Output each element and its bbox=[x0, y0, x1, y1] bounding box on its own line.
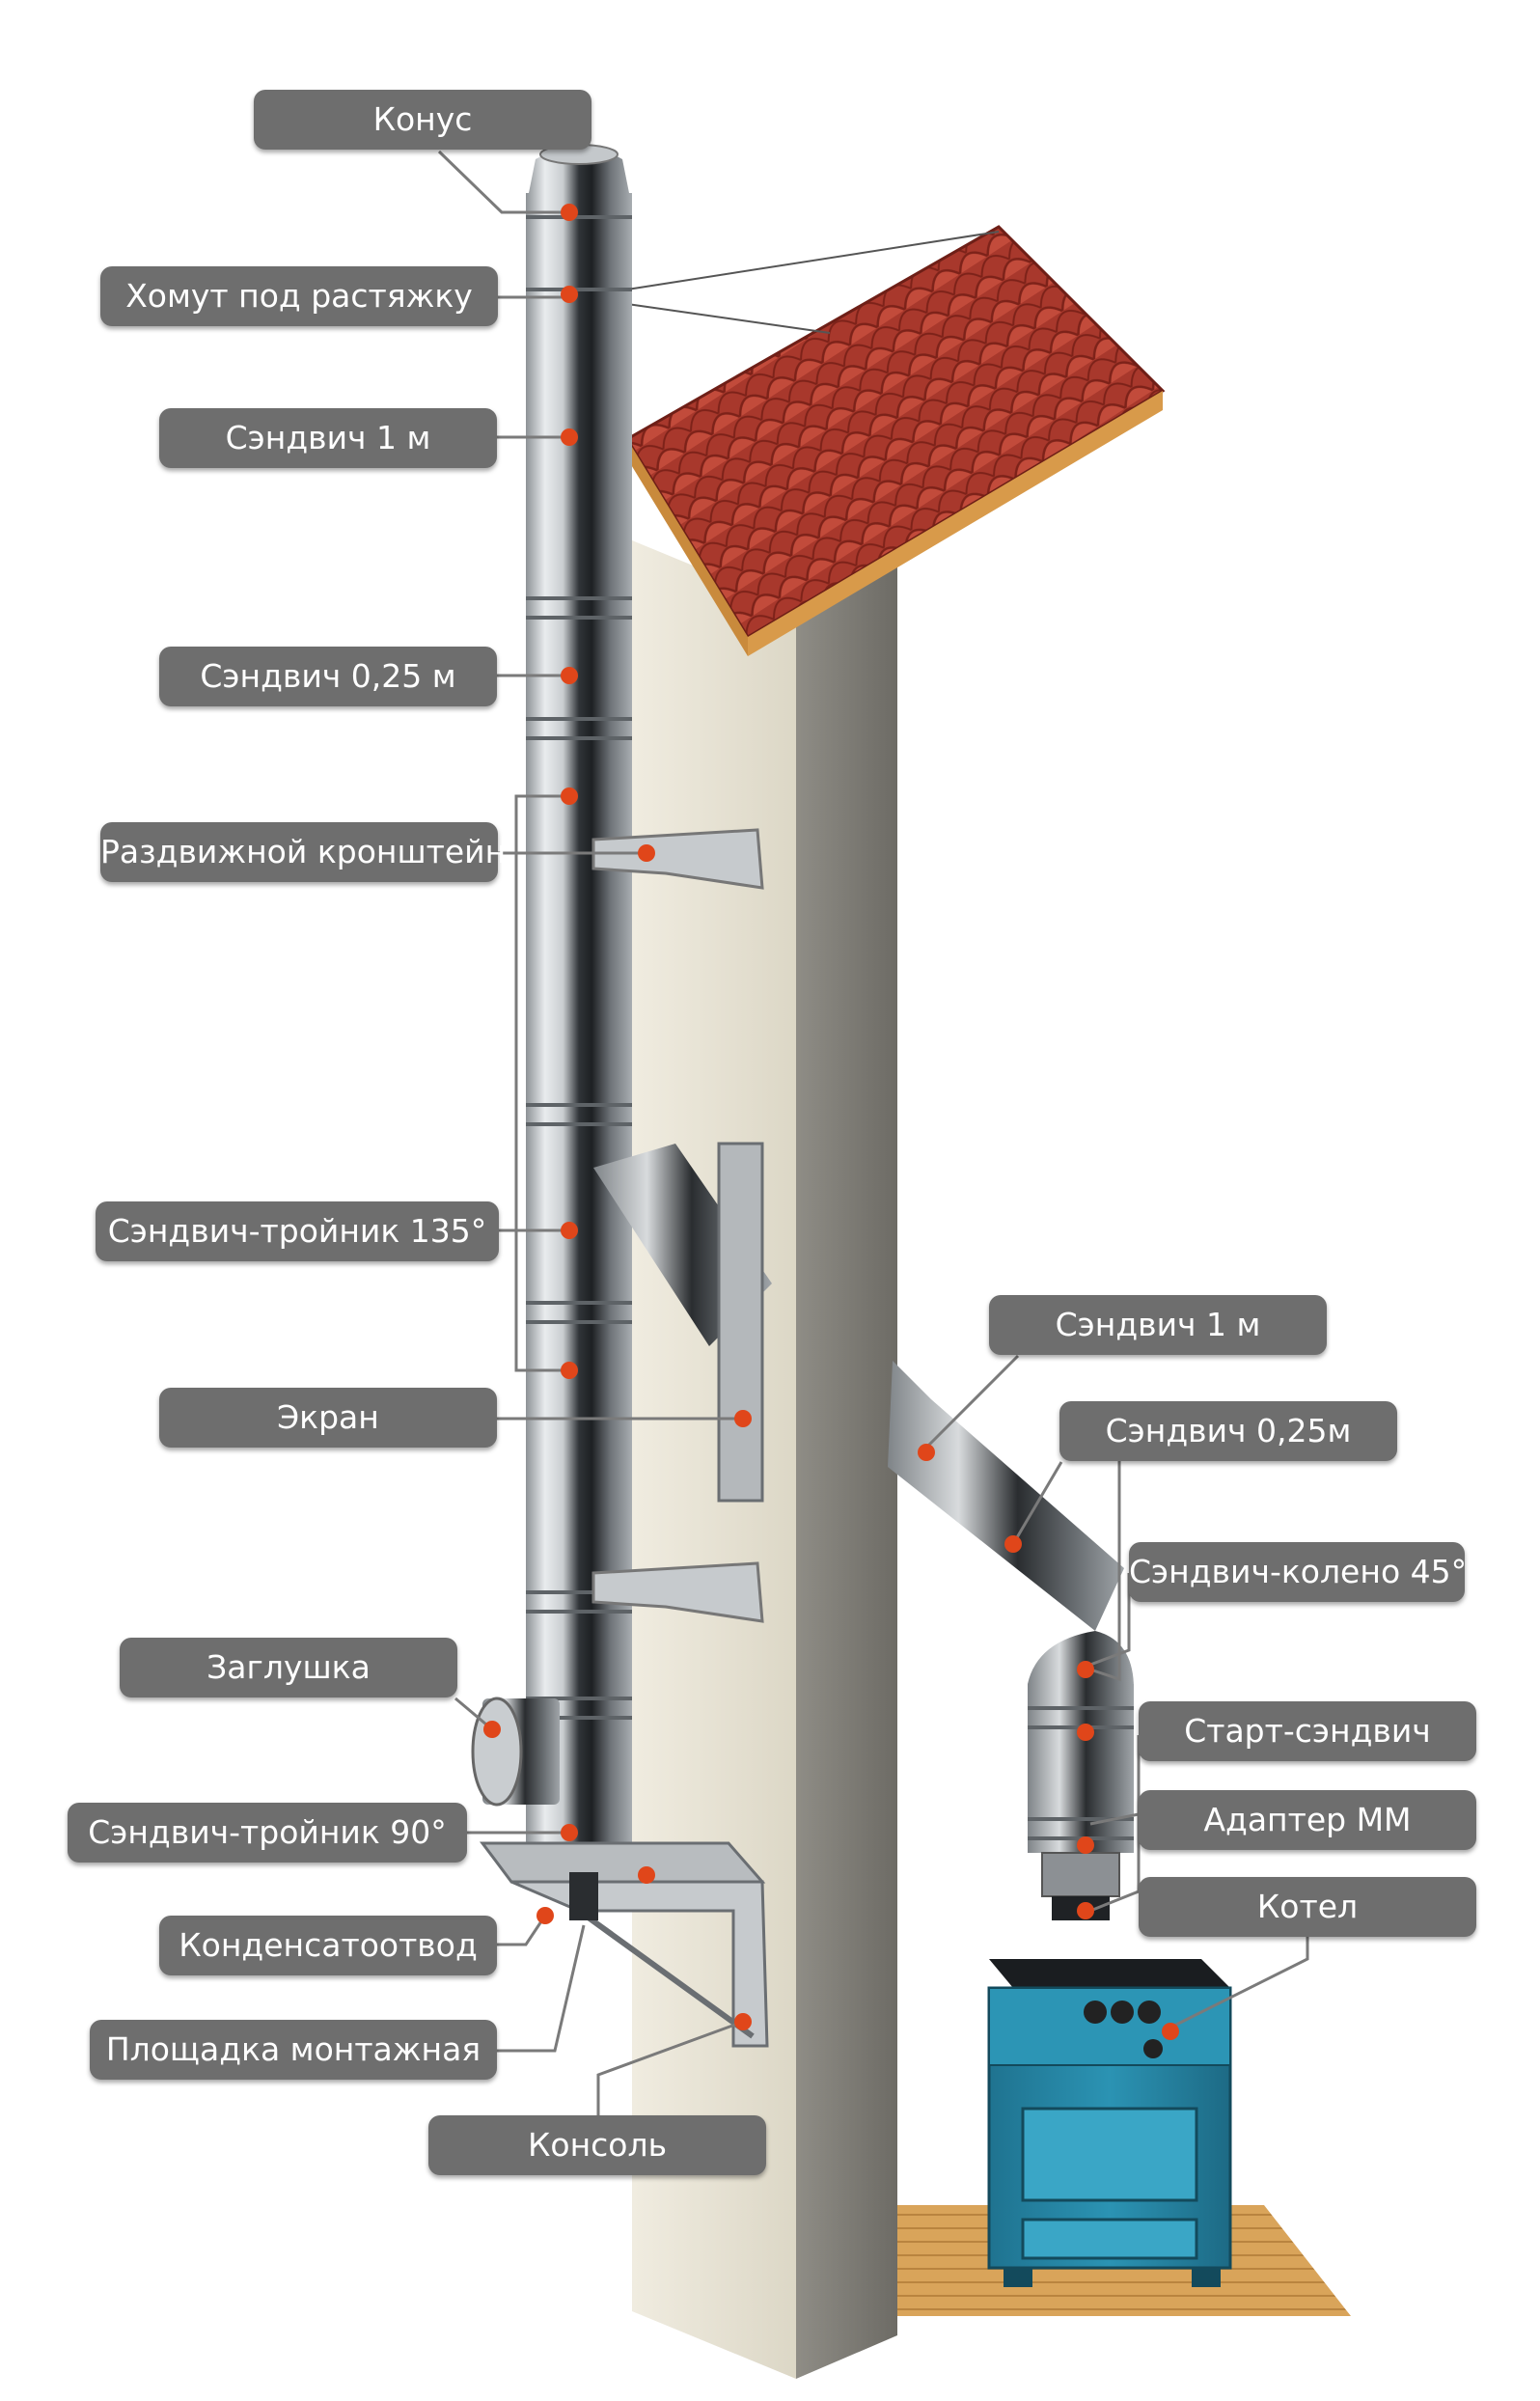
dot-boiler bbox=[1162, 2023, 1179, 2040]
bracket-lower bbox=[591, 1561, 764, 1623]
right-vertical-pipe bbox=[1028, 1684, 1134, 1853]
dot-platform bbox=[638, 1866, 655, 1884]
dot-tee-135 bbox=[561, 1222, 578, 1239]
dot-sandwich-lower bbox=[561, 1362, 578, 1379]
marker-dots bbox=[483, 204, 1179, 2040]
label-start-sandwich: Старт-сэндвич bbox=[1139, 1701, 1476, 1761]
dot-sandwich-top-bracket bbox=[561, 787, 578, 805]
label-bracket: Раздвижной кронштейн bbox=[100, 822, 506, 882]
label-sandwich-025-right: Сэндвич 0,25м bbox=[1059, 1401, 1397, 1461]
plug bbox=[471, 1697, 523, 1807]
label-sandwich-025-left: Сэндвич 0,25 м bbox=[159, 647, 497, 706]
roof-edge-front bbox=[748, 391, 1163, 656]
label-tee-135: Сэндвич-тройник 135° bbox=[96, 1201, 499, 1261]
label-sandwich-1m-right: Сэндвич 1 м bbox=[989, 1295, 1327, 1355]
dot-sandwich-025-right bbox=[1004, 1535, 1022, 1553]
label-condensate: Конденсатоотвод bbox=[159, 1916, 497, 1975]
dot-condensate bbox=[536, 1907, 554, 1924]
label-boiler: Котел bbox=[1139, 1877, 1476, 1937]
main-pipe bbox=[526, 193, 632, 1872]
label-konus: Конус bbox=[254, 90, 591, 150]
dot-adapter-2 bbox=[1077, 1902, 1094, 1919]
label-plug: Заглушка bbox=[120, 1638, 457, 1697]
dot-sandwich-025-left bbox=[561, 667, 578, 684]
bracket-upper bbox=[591, 828, 764, 890]
adapter bbox=[1041, 1852, 1120, 1897]
mount-platform bbox=[480, 1841, 766, 1884]
dot-plug bbox=[483, 1721, 501, 1738]
boiler-top bbox=[989, 1959, 1230, 1988]
wall-side bbox=[796, 555, 897, 2379]
label-sandwich-1m-left: Сэндвич 1 м bbox=[159, 408, 497, 468]
dot-adapter bbox=[1077, 1836, 1094, 1854]
label-elbow-45: Сэндвич-колено 45° bbox=[1129, 1542, 1467, 1602]
roof-edge bbox=[627, 439, 748, 656]
dot-sandwich-1m-right bbox=[918, 1444, 935, 1461]
dot-screen bbox=[734, 1410, 752, 1427]
pipe-rings bbox=[526, 215, 632, 1720]
dot-start bbox=[1077, 1724, 1094, 1741]
dot-bracket bbox=[638, 844, 655, 862]
label-screen: Экран bbox=[159, 1388, 497, 1448]
condensate-drain bbox=[569, 1872, 598, 1920]
label-tee-90: Сэндвич-тройник 90° bbox=[68, 1803, 467, 1863]
screen bbox=[717, 1142, 764, 1503]
dot-sandwich-1m-left bbox=[561, 428, 578, 446]
dot-konus bbox=[561, 204, 578, 221]
label-console: Консоль bbox=[428, 2115, 766, 2175]
dot-elbow bbox=[1077, 1661, 1094, 1678]
dot-tee-90 bbox=[561, 1824, 578, 1841]
dot-console bbox=[734, 2013, 752, 2030]
dot-homut bbox=[561, 286, 578, 303]
label-adapter-mm: Адаптер ММ bbox=[1139, 1790, 1476, 1850]
wall-front bbox=[632, 540, 796, 2379]
label-homut: Хомут под растяжку bbox=[100, 266, 498, 326]
label-mount-platform: Площадка монтажная bbox=[90, 2020, 497, 2080]
